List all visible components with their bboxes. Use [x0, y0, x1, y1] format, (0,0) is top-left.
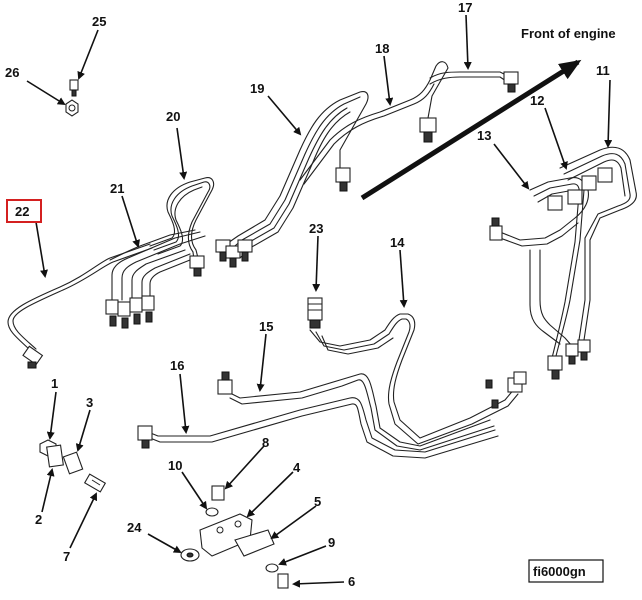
callout-19: 19 — [250, 81, 264, 96]
fuel-line-11 — [529, 146, 637, 365]
callout-9: 9 — [328, 535, 335, 550]
fuel-line-15 — [217, 371, 495, 451]
figure-code: fi6000gn — [533, 564, 586, 579]
callout-10: 10 — [168, 458, 182, 473]
fuel-line-16 — [137, 397, 499, 459]
callout-24: 24 — [127, 520, 142, 535]
fuel-line-18 — [299, 61, 449, 185]
callout-8: 8 — [262, 435, 269, 450]
front-of-engine-label: Front of engine — [521, 26, 616, 41]
callout-18: 18 — [375, 41, 389, 56]
callout-16: 16 — [170, 358, 184, 373]
callout-7: 7 — [63, 549, 70, 564]
callout-5: 5 — [314, 494, 321, 509]
fuel-line-13 — [489, 181, 589, 247]
callout-6: 6 — [348, 574, 355, 589]
callout-17: 17 — [458, 0, 472, 15]
bracket-assembly — [180, 485, 289, 589]
callout-11: 11 — [596, 63, 610, 78]
callout-3: 3 — [86, 395, 93, 410]
callout-4: 4 — [293, 460, 301, 475]
fuel-line-22 — [7, 243, 153, 369]
fuel-line-17 — [429, 71, 519, 93]
fitting-23 — [307, 297, 323, 329]
callout-20: 20 — [166, 109, 180, 124]
bolt-25 — [69, 79, 79, 97]
fuel-line-19 — [215, 91, 369, 268]
callout-23: 23 — [309, 221, 323, 236]
fuel-line-20 — [149, 177, 215, 277]
callout-15: 15 — [259, 319, 273, 334]
callout-21: 21 — [110, 181, 124, 196]
callout-26: 26 — [5, 65, 19, 80]
callout-2: 2 — [35, 512, 42, 527]
clamp-assembly-left — [39, 439, 107, 493]
callout-14: 14 — [390, 235, 405, 250]
front-of-engine-arrow — [360, 59, 582, 201]
callout-22-highlight — [6, 199, 42, 223]
callout-22: 22 — [15, 204, 29, 219]
leader-lines — [26, 14, 613, 588]
figure-code-box — [528, 559, 604, 583]
fuel-line-14 — [309, 313, 527, 445]
callout-13: 13 — [477, 128, 491, 143]
callout-1: 1 — [51, 376, 58, 391]
callout-25: 25 — [92, 14, 106, 29]
nut-26 — [65, 99, 79, 117]
fuel-line-21 — [105, 229, 206, 329]
callout-12: 12 — [530, 93, 544, 108]
